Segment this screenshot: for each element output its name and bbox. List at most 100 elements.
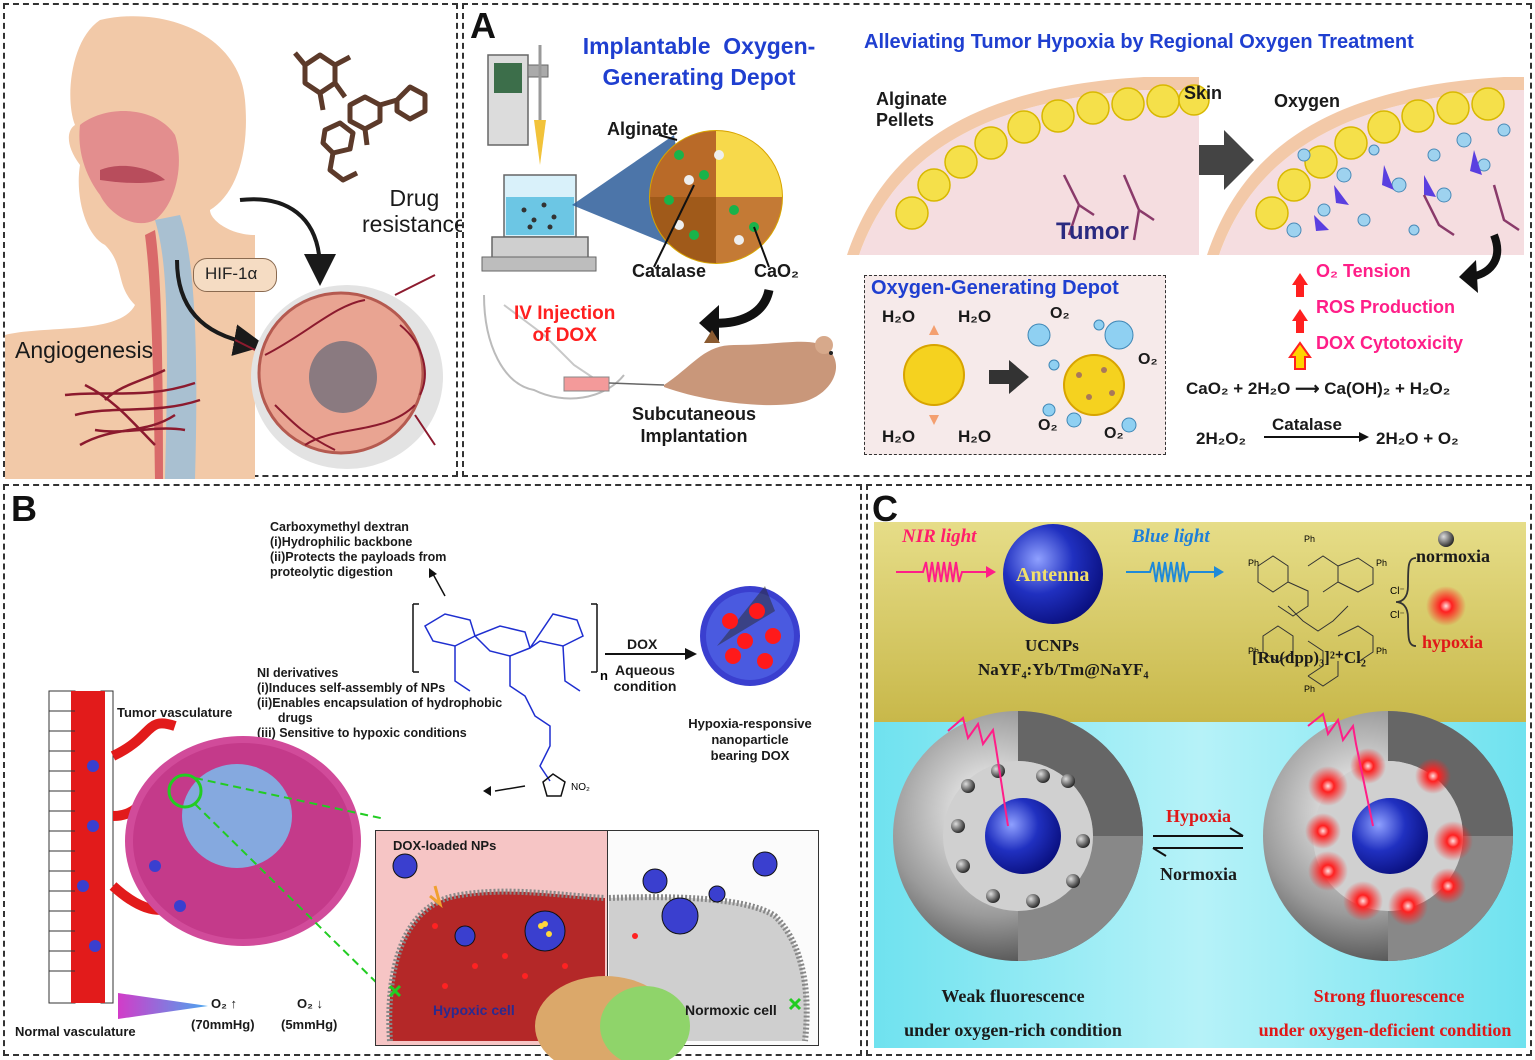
ph-label-3: Ph — [1376, 558, 1388, 568]
blue-wave-arrow-icon — [1126, 561, 1224, 583]
panel-a-title-hypoxia: Alleviating Tumor Hypoxia by Regional Ox… — [864, 31, 1414, 53]
strong-fluorescence-label: Strong fluorescence — [1313, 986, 1465, 1006]
h2o-label-2: H₂O — [958, 307, 992, 326]
polymer-structure-diagram — [412, 568, 697, 797]
effect-arrows-icon — [1288, 273, 1312, 370]
porous-sphere-hypoxia — [1263, 711, 1513, 961]
blue-light-label: Blue light — [1132, 526, 1210, 547]
angiogenesis-label: Angiogenesis — [15, 337, 154, 363]
depot-box-title: Oxygen-Generating Depot — [871, 277, 1119, 299]
nir-light-label: NIR light — [902, 526, 977, 547]
panel-a-letter: A — [470, 5, 496, 46]
brace-icon — [1395, 557, 1417, 647]
normoxia-arrow-label: Normoxia — [1160, 864, 1237, 884]
normoxia-indicator-icon — [1426, 531, 1466, 626]
tumor-vasculature-illustration — [48, 690, 386, 1019]
cao2-label: CaO₂ — [754, 261, 800, 281]
ucnps-formula: NaYF₄:Yb/Tm@NaYF₄ — [978, 660, 1149, 679]
iv-injection-label: IV Injection of DOX — [514, 303, 616, 346]
hypoxic-cell-label: Hypoxic cell — [433, 1002, 515, 1018]
normoxia-legend: normoxia — [1416, 546, 1490, 566]
panel-c-top-background — [874, 522, 1526, 722]
alginate-sphere-illustration — [649, 130, 783, 341]
polymer-n-subscript: n — [600, 668, 608, 683]
h2o-label-1: H₂O — [882, 307, 916, 326]
alginate-pellets-label: Alginate Pellets — [876, 89, 948, 130]
cell-comparison-illustration — [386, 851, 810, 1060]
h2o-label-4: H₂O — [958, 427, 992, 446]
panel-b-letter: B — [11, 488, 37, 529]
o2-high-value: (70mmHg) — [191, 1017, 255, 1032]
dextran-description: Carboxymethyl dextran (i)Hydrophilic bac… — [270, 520, 447, 579]
equation-2-arrow — [1264, 432, 1369, 442]
cl-label-1: Cl⁻ — [1390, 586, 1405, 597]
normoxic-cell-label: Normoxic cell — [685, 1002, 777, 1018]
o2-low-value: (5mmHg) — [281, 1017, 338, 1032]
hypoxia-arrow-label: Hypoxia — [1166, 806, 1232, 826]
subcutaneous-label: Subcutaneous Implantation — [631, 404, 756, 446]
drug-resistance-label: Drug resistance — [362, 185, 467, 237]
hif-label: HIF-1α — [205, 264, 258, 283]
nir-wave-arrow-icon — [896, 561, 996, 583]
oxygen-label: Oxygen — [1274, 91, 1341, 111]
nanoparticle-label: Hypoxia-responsive nanoparticle bearing … — [688, 716, 812, 763]
o2-high-label: O₂ ↑ — [211, 996, 237, 1011]
ph-label-2: Ph — [1248, 558, 1260, 568]
weak-fluorescence-sub: under oxygen-rich condition — [904, 1020, 1122, 1040]
ucnps-label: UCNPs — [1025, 636, 1079, 655]
panel-a: A Implantable Oxygen- Generating Depot A… — [462, 3, 1532, 477]
ph-label-5: Ph — [1376, 646, 1388, 656]
tumor-illustration — [234, 274, 443, 469]
effect-ros-production: ROS Production — [1316, 297, 1455, 317]
h2o-label-3: H₂O — [882, 427, 916, 446]
ph-label-6: Ph — [1304, 684, 1316, 694]
effect-o2-tension: O₂ Tension — [1316, 261, 1411, 281]
o2-label-1: O₂ — [1050, 305, 1070, 322]
equation-2-left: 2H₂O₂ — [1196, 429, 1247, 448]
effect-dox-cytotoxicity: DOX Cytotoxicity — [1316, 333, 1464, 353]
equation-2-right: 2H₂O + O₂ — [1376, 429, 1459, 448]
weak-fluorescence-label: Weak fluorescence — [941, 986, 1085, 1006]
tumor-label: Tumor — [1056, 218, 1129, 245]
panel-a-title-depot: Implantable Oxygen- Generating Depot — [582, 33, 816, 90]
head-silhouette-illustration — [5, 16, 255, 480]
catalase-label: Catalase — [632, 261, 707, 281]
o2-label-3: O₂ — [1038, 417, 1058, 434]
ru-complex-structure — [1257, 555, 1374, 687]
hypoxia-legend: hypoxia — [1422, 632, 1484, 652]
blood-vessel-illustration — [64, 368, 201, 447]
normal-vasculature-label: Normal vasculature — [15, 1024, 136, 1039]
nitro-group-label: NO₂ — [571, 782, 590, 793]
panel-b: B Carboxymethyl dextran (i)Hydrophilic b… — [3, 484, 862, 1060]
strong-fluorescence-sub: under oxygen-deficient condition — [1258, 1020, 1512, 1040]
antenna-label: Antenna — [1016, 564, 1090, 586]
antenna-sphere-icon — [1003, 524, 1103, 624]
skin-label: Skin — [1184, 83, 1223, 103]
mouse-injection-illustration — [483, 294, 837, 406]
equilibrium-arrows-icon — [1152, 827, 1244, 857]
ni-description: NI derivatives (i)Induces self-assembly … — [257, 666, 503, 740]
o2-low-label: O₂ ↓ — [297, 996, 323, 1011]
dox-label: DOX — [627, 636, 658, 652]
tumor-vasculature-label: Tumor vasculature — [117, 705, 233, 720]
panel-c-letter: C — [872, 488, 898, 529]
ph-label-4: Ph — [1248, 646, 1260, 656]
equation-2-catalyst: Catalase — [1272, 415, 1342, 434]
drug-molecules-icon — [293, 51, 428, 183]
tumor-skin-scene-before — [847, 77, 1254, 255]
alginate-label: Alginate — [607, 119, 679, 139]
dox-nps-label: DOX-loaded NPs — [393, 838, 497, 853]
cl-label-2: Cl⁻ — [1390, 610, 1405, 621]
ph-label-1: Ph — [1304, 534, 1316, 544]
equation-1: CaO₂ + 2H₂O ⟶ Ca(OH)₂ + H₂O₂ — [1186, 379, 1451, 398]
panel-hypoxia-overview: Drug resistance HIF-1α Angiogenesis — [3, 3, 467, 480]
tumor-skin-scene-after — [1207, 77, 1524, 293]
nanoparticle-icon — [700, 586, 800, 686]
o2-label-4: O₂ — [1104, 425, 1124, 442]
ru-complex-label: [Ru(dpp)₃]²⁺Cl₂ — [1252, 648, 1367, 667]
o2-label-2: O₂ — [1138, 351, 1158, 368]
depot-reaction-illustration — [903, 319, 1137, 433]
hif-badge — [193, 258, 277, 292]
porous-sphere-normoxia — [893, 711, 1143, 961]
aqueous-condition-label: Aqueous condition — [613, 662, 677, 694]
